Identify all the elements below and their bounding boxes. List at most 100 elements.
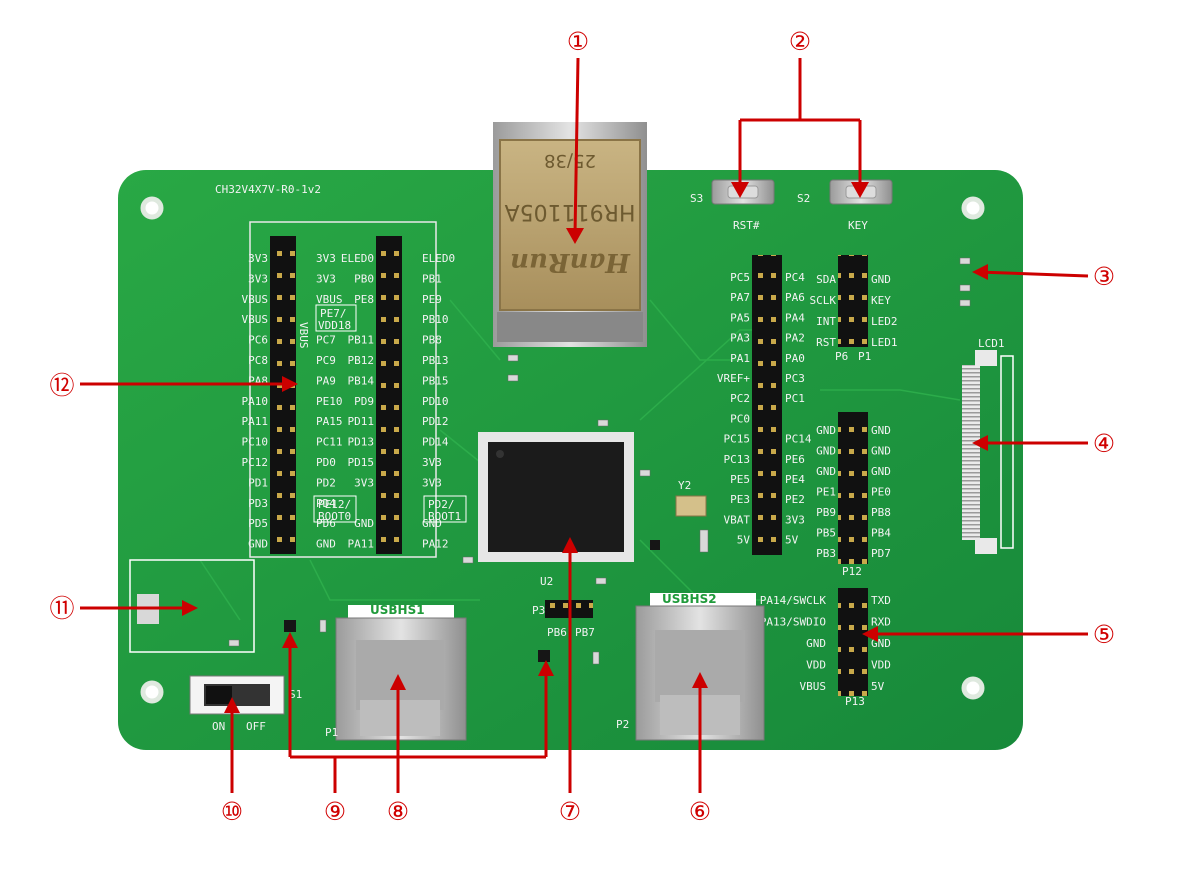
callout-7: ⑦ <box>559 797 581 826</box>
header-p1-ref: P1 <box>858 350 871 363</box>
header-p12 <box>838 412 868 564</box>
left-a-label-13: PD5 <box>248 517 268 530</box>
p6-label-0: SDA <box>816 273 836 286</box>
mcu-chip <box>478 432 634 562</box>
left-c-label-9: PD13 <box>348 436 375 449</box>
lcd-connector <box>962 350 1014 554</box>
usb1-label: USBHS1 <box>370 603 425 617</box>
crystal-ref: Y2 <box>678 479 691 492</box>
callout-12: ⑫ <box>49 371 74 400</box>
rj45-brand-text: HanRun <box>510 247 631 277</box>
p1-label-2: LED2 <box>871 315 898 328</box>
header-p6-ref: P6 <box>835 350 848 363</box>
callout-9: ⑨ <box>324 797 346 826</box>
left-a-label-1: 3V3 <box>248 272 268 285</box>
p12-right-label-3: PE0 <box>871 486 891 499</box>
left-a-label-14: GND <box>248 538 268 551</box>
p7-right-label-13: 5V <box>785 534 799 547</box>
header-p6-p1 <box>838 255 868 347</box>
p7-right-label-2: PA4 <box>785 311 805 324</box>
left-b-label-12: PD4 <box>316 497 336 510</box>
left-d-label-10: 3V3 <box>422 456 442 469</box>
p12-right-label-6: PD7 <box>871 547 891 560</box>
board-title: CH32V4X7V-R0-1v2 <box>215 183 321 196</box>
p13-right-label-0: TXD <box>871 594 891 607</box>
left-c-label-5: PB12 <box>348 354 375 367</box>
left-b-label-7: PE10 <box>316 395 343 408</box>
left-c-label-6: PB14 <box>348 374 375 387</box>
left-b-label-6: PA9 <box>316 374 336 387</box>
label-boot0: BOOT0 <box>318 510 351 523</box>
left-header-b <box>376 236 402 554</box>
p7-right-label-10: PE4 <box>785 473 805 486</box>
left-a-label-9: PC10 <box>242 436 269 449</box>
usb1-ref: P1 <box>325 726 338 739</box>
rj45-model-text: HR911105A <box>505 199 636 224</box>
left-a-label-0: 3V3 <box>248 252 268 265</box>
usb-port-1 <box>335 605 467 741</box>
p7-right-label-5: PC3 <box>785 372 805 385</box>
left-c-label-2: PE8 <box>354 293 374 306</box>
callout-6: ⑥ <box>689 797 711 826</box>
lcd-ref: LCD1 <box>978 337 1005 350</box>
left-a-label-4: PC6 <box>248 334 268 347</box>
p12-left-label-5: PB5 <box>816 527 836 540</box>
callout-3: ③ <box>1093 262 1115 291</box>
left-d-label-2: PE9 <box>422 293 442 306</box>
left-c-label-7: PD9 <box>354 395 374 408</box>
switch-ref: S1 <box>289 688 302 701</box>
left-d-label-13: GND <box>422 517 442 530</box>
power-circuit-outline <box>129 559 255 653</box>
callout-5: ⑤ <box>1093 620 1115 649</box>
p7-left-label-6: PC2 <box>730 392 750 405</box>
p7-left-label-7: PC0 <box>730 412 750 425</box>
p13-right-label-3: VDD <box>871 659 891 672</box>
left-d-label-1: PB1 <box>422 272 442 285</box>
left-header-labels: 3V33V3VBUSVBUSPC6PC8PA8PA10PA11PC10PC12P… <box>242 252 456 551</box>
power-switch[interactable] <box>189 675 285 715</box>
left-d-label-8: PD12 <box>422 415 449 428</box>
p1-label-0: GND <box>871 273 891 286</box>
left-a-label-12: PD3 <box>248 497 268 510</box>
header-p13 <box>838 588 868 696</box>
header-p7-labels: PC5PA7PA5PA3PA1VREF+PC2PC0PC15PC13PE5PE3… <box>717 271 812 547</box>
left-header-outline <box>249 221 437 558</box>
left-c-label-0: ELED0 <box>341 252 374 265</box>
label-boot1: BOOT1 <box>428 510 461 523</box>
left-b-label-9: PC11 <box>316 436 343 449</box>
p12-right-label-4: PB8 <box>871 506 891 519</box>
p7-right-label-8: PC14 <box>785 433 812 446</box>
left-c-label-4: PB11 <box>348 334 375 347</box>
callout-2: ② <box>789 27 811 56</box>
p12-right-label-2: GND <box>871 465 891 478</box>
callout-1: ① <box>567 27 589 56</box>
label-pe12: PE12/ <box>318 498 351 511</box>
left-c-label-1: PB0 <box>354 272 374 285</box>
header-p12-ref: P12 <box>842 565 862 578</box>
p7-left-label-2: PA5 <box>730 311 750 324</box>
callout-10: ⑩ <box>221 797 243 826</box>
header-p3-pin-a: PB6 <box>547 626 567 639</box>
left-d-label-5: PB13 <box>422 354 449 367</box>
crystal <box>675 495 707 517</box>
left-b-label-8: PA15 <box>316 415 343 428</box>
label-vdd18: VDD18 <box>318 319 351 332</box>
p12-right-label-0: GND <box>871 424 891 437</box>
reset-ref: S3 <box>690 192 703 205</box>
left-d-label-6: PB15 <box>422 374 449 387</box>
mounting-holes <box>140 196 985 704</box>
p12-right-label-1: GND <box>871 445 891 458</box>
p6-label-2: INT <box>816 315 836 328</box>
switch-off: OFF <box>246 720 266 733</box>
left-b-label-0: 3V3 <box>316 252 336 265</box>
left-c-label-8: PD11 <box>348 415 375 428</box>
left-b-label-11: PD2 <box>316 476 336 489</box>
p7-right-label-1: PA6 <box>785 291 805 304</box>
usb2-ref: P2 <box>616 718 629 731</box>
left-d-label-14: PA12 <box>422 538 449 551</box>
reset-label: RST# <box>733 219 760 232</box>
callout-8: ⑧ <box>387 797 409 826</box>
label-vbus-vertical: VBUS <box>297 322 310 349</box>
left-b-label-10: PD0 <box>316 456 336 469</box>
